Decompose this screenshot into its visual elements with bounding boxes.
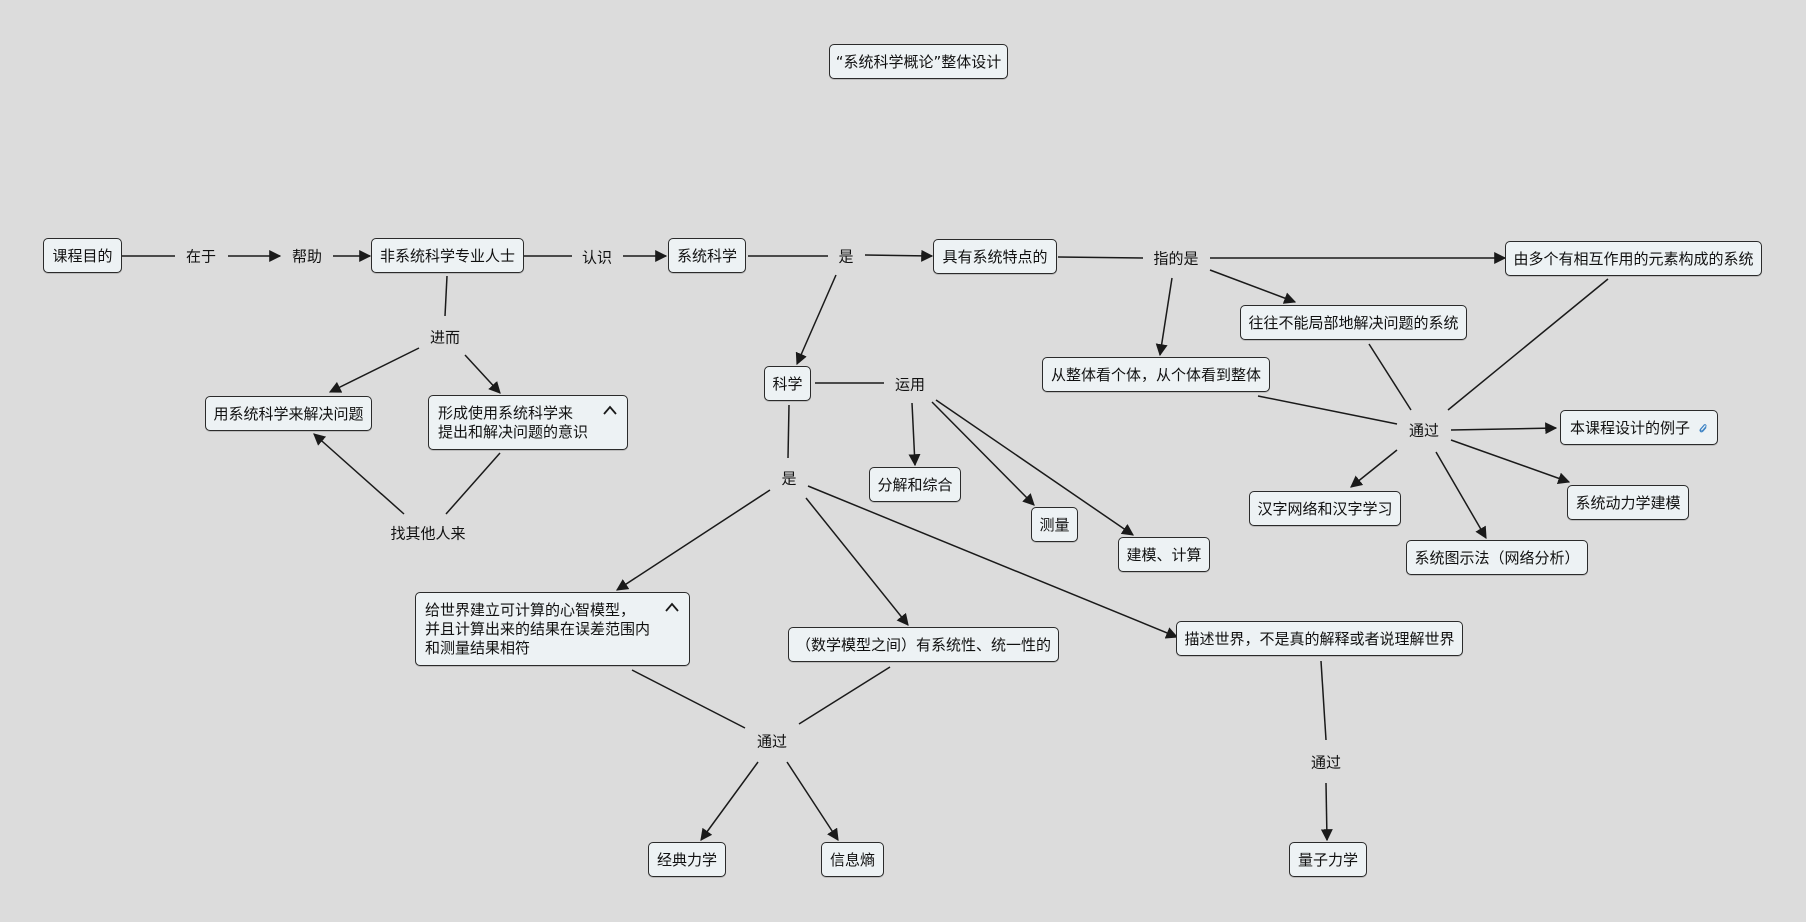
edge-shi2-mental	[615, 489, 771, 591]
edge-tongguo2-sd	[1450, 439, 1571, 485]
node-measure[interactable]: 测量	[1031, 507, 1078, 542]
caret-up-icon[interactable]	[602, 404, 618, 416]
node-describe-world[interactable]: 描述世界，不是真的解释或者说理解世界	[1176, 621, 1463, 656]
edge-science-shi2	[787, 404, 790, 459]
node-non-expert[interactable]: 非系统科学专业人士	[371, 238, 524, 273]
node-multi-element-system[interactable]: 由多个有相互作用的元素构成的系统	[1505, 241, 1762, 276]
node-not-local-system[interactable]: 往往不能局部地解决问题的系统	[1240, 305, 1467, 340]
caret-up-icon[interactable]	[664, 601, 680, 613]
edge-yunyong-modeling	[935, 399, 1134, 536]
edge-tongguo2-example	[1450, 422, 1558, 435]
edge-wholepart-tongguo2	[1257, 395, 1398, 425]
label-shi-2[interactable]: 是	[777, 465, 801, 491]
node-hanzi-network[interactable]: 汉字网络和汉字学习	[1249, 491, 1401, 526]
edge-nonexpert-jiner	[444, 275, 448, 317]
edge-jiner-awareness	[464, 354, 501, 394]
node-has-system-features[interactable]: 具有系统特点的	[933, 239, 1057, 274]
diagram-title[interactable]: “系统科学概论”整体设计	[829, 44, 1008, 79]
node-course-example-text: 本课程设计的例子	[1570, 419, 1691, 437]
edge-awareness-zhaotaren	[445, 452, 501, 515]
edge-jiner-usess	[328, 347, 420, 393]
edge-zhideshi-notlocal	[1209, 269, 1297, 304]
node-system-dynamics[interactable]: 系统动力学建模	[1567, 485, 1689, 520]
label-shi-1[interactable]: 是	[834, 243, 858, 269]
node-mental-model-text: 给世界建立可计算的心智模型， 并且计算出来的结果在误差范围内 和测量结果相符	[425, 600, 651, 657]
node-consistency[interactable]: （数学模型之间）有系统性、统一性的	[788, 627, 1059, 662]
edge-tongguo3-quantum	[1320, 782, 1333, 842]
edge-features-zhideshi	[1057, 256, 1144, 259]
edge-zhaotaren-usess	[313, 433, 405, 515]
node-mental-model[interactable]: 给世界建立可计算的心智模型， 并且计算出来的结果在误差范围内 和测量结果相符	[415, 592, 690, 666]
label-yunyong[interactable]: 运用	[890, 371, 930, 397]
label-renshi[interactable]: 认识	[577, 244, 617, 270]
edge-shi1-science	[795, 274, 837, 366]
node-systems-science[interactable]: 系统科学	[668, 238, 746, 273]
edge-describe-tongguo3	[1320, 660, 1327, 741]
edge-notlocal-tongguo2	[1368, 343, 1412, 411]
node-form-awareness-text: 形成使用系统科学来 提出和解决问题的意识	[438, 403, 589, 441]
edge-tongguo2-graph	[1435, 451, 1487, 540]
label-tongguo-1[interactable]: 通过	[752, 728, 792, 754]
edge-shi2-describe	[807, 485, 1179, 639]
label-zaiyu[interactable]: 在于	[181, 243, 221, 269]
paperclip-icon[interactable]	[1698, 417, 1708, 439]
label-zhideshi[interactable]: 指的是	[1149, 245, 1203, 271]
label-jiner[interactable]: 进而	[425, 324, 465, 350]
edge-yunyong-decompose	[908, 402, 921, 467]
edge-zhideshi-wholepart	[1155, 277, 1173, 357]
label-bangzhu[interactable]: 帮助	[287, 243, 327, 269]
label-zhaotaren[interactable]: 找其他人来	[386, 520, 470, 546]
label-tongguo-2[interactable]: 通过	[1404, 417, 1444, 443]
edge-consistency-tongguo1	[798, 666, 891, 725]
edge-multi-tongguo2	[1447, 278, 1609, 411]
edge-shi2-consistency	[805, 497, 909, 626]
node-graph-method[interactable]: 系统图示法（网络分析）	[1406, 540, 1588, 575]
edge-tongguo1-entropy	[786, 761, 839, 842]
edge-tongguo1-classical	[700, 761, 759, 841]
node-use-systems-science[interactable]: 用系统科学来解决问题	[205, 396, 372, 431]
node-information-entropy[interactable]: 信息熵	[821, 842, 884, 877]
node-course-purpose[interactable]: 课程目的	[43, 238, 122, 273]
node-quantum-mechanics[interactable]: 量子力学	[1289, 842, 1367, 877]
node-decompose-synthesize[interactable]: 分解和综合	[869, 467, 961, 502]
node-course-example[interactable]: 本课程设计的例子	[1560, 410, 1718, 445]
edge-mental-tongguo1	[631, 669, 746, 729]
edge-yunyong-measure	[931, 401, 1035, 506]
label-tongguo-3[interactable]: 通过	[1306, 749, 1346, 775]
node-modeling-computing[interactable]: 建模、计算	[1118, 537, 1210, 572]
node-classical-mechanics[interactable]: 经典力学	[648, 842, 726, 877]
node-whole-part[interactable]: 从整体看个体，从个体看到整体	[1042, 357, 1270, 392]
node-science[interactable]: 科学	[764, 366, 811, 401]
edge-shi1-features	[864, 249, 934, 262]
node-form-awareness[interactable]: 形成使用系统科学来 提出和解决问题的意识	[428, 395, 628, 450]
edge-tongguo2-hanzi	[1350, 449, 1398, 488]
